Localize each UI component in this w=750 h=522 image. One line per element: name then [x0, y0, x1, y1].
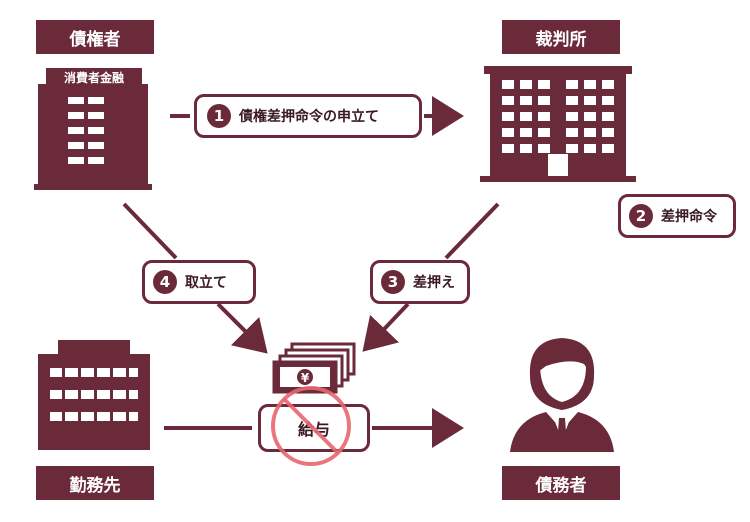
creditor-building-icon	[34, 84, 152, 190]
step-2-number: 2	[629, 204, 653, 228]
employer-label: 勤務先	[36, 466, 154, 500]
debtor-label: 債務者	[502, 466, 620, 500]
court-building-icon	[480, 66, 636, 182]
step-1-text: 債権差押命令の申立て	[239, 109, 379, 125]
step-1-pill: 1 債権差押命令の申立て	[194, 94, 422, 138]
money-icon: ¥	[272, 342, 356, 394]
arrow-seize	[362, 202, 500, 352]
step-4-text: 取立て	[185, 275, 227, 291]
creditor-sublabel: 消費者金融	[46, 68, 142, 86]
step-3-pill: 3 差押え	[370, 260, 470, 304]
step-2-text: 差押命令	[661, 209, 717, 225]
step-3-text: 差押え	[413, 275, 455, 291]
step-3-number: 3	[381, 270, 405, 294]
step-2-pill: 2 差押命令	[618, 194, 736, 238]
arrow-collect	[122, 202, 268, 354]
yen-symbol: ¥	[301, 371, 310, 385]
employer-building-icon	[38, 340, 150, 450]
step-1-number: 1	[207, 104, 231, 128]
step-4-number: 4	[153, 270, 177, 294]
debtor-person-icon	[510, 338, 614, 452]
court-label: 裁判所	[502, 20, 620, 54]
step-4-pill: 4 取立て	[142, 260, 256, 304]
salary-label: 給与	[297, 420, 330, 439]
salary-box: 給与	[258, 404, 370, 452]
creditor-label: 債権者	[36, 20, 154, 54]
